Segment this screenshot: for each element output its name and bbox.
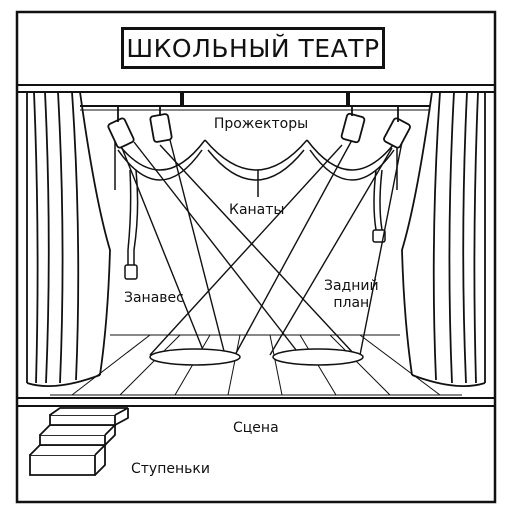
title-box: ШКОЛЬНЫЙ ТЕАТР — [121, 27, 385, 69]
projectors-label: Прожекторы — [214, 116, 308, 132]
curtain-label: Занавес — [124, 290, 184, 307]
projectors-label-box: Прожекторы — [180, 112, 342, 136]
steps-label: Ступеньки — [131, 461, 210, 478]
light-pool-left — [150, 349, 240, 365]
light-pool-right — [273, 349, 363, 365]
page-title: ШКОЛЬНЫЙ ТЕАТР — [126, 34, 379, 63]
backdrop-label: Задний план — [324, 278, 379, 312]
stage-label: Сцена — [233, 420, 279, 437]
ropes-label: Канаты — [229, 202, 284, 219]
